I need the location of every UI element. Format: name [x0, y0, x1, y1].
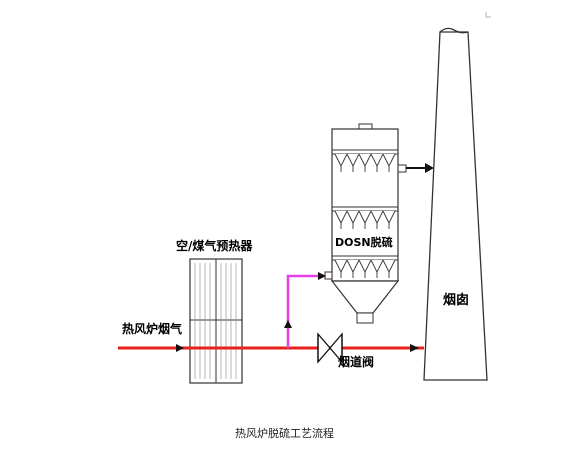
outlet-arrow — [410, 344, 419, 352]
filter-row-1 — [334, 153, 396, 172]
chimney-top — [439, 27, 469, 34]
inlet-arrow — [176, 344, 184, 352]
damper-label: 烟道阀 — [338, 354, 374, 369]
heater-flue-gas-label: 热风炉烟气 — [122, 321, 182, 336]
tower-hopper — [330, 280, 400, 314]
chimney-label: 烟囱 — [443, 292, 469, 308]
filter-row-3 — [334, 259, 396, 278]
flue-damper-valve: 烟道阀 — [317, 332, 374, 369]
tower-cap — [358, 123, 373, 130]
clean-gas-duct — [406, 163, 434, 173]
chimney: 烟囱 — [423, 27, 488, 381]
tower-inlet-nozzle — [324, 271, 333, 280]
bypass-up-arrow — [284, 320, 292, 328]
diagram-caption: 热风炉脱硫工艺流程 — [235, 426, 334, 440]
tower-body — [331, 128, 399, 282]
filter-row-2 — [334, 210, 396, 229]
dosn-label: DOSN脱硫 — [335, 235, 393, 249]
clean-gas-arrow — [425, 163, 434, 173]
tower-outlet-nozzle — [397, 164, 407, 173]
preheater-label: 空/煤气预热器 — [176, 238, 253, 253]
tower-outlet — [356, 312, 374, 324]
bypass-right-arrow — [318, 272, 326, 280]
dosn-tower: DOSN脱硫 — [324, 123, 407, 324]
corner-mark — [485, 12, 491, 18]
main-flue-duct: 热风炉烟气 — [118, 321, 424, 352]
preheater: 空/煤气预热器 — [176, 238, 253, 384]
chimney-body — [423, 31, 488, 381]
bypass-duct — [284, 272, 326, 348]
